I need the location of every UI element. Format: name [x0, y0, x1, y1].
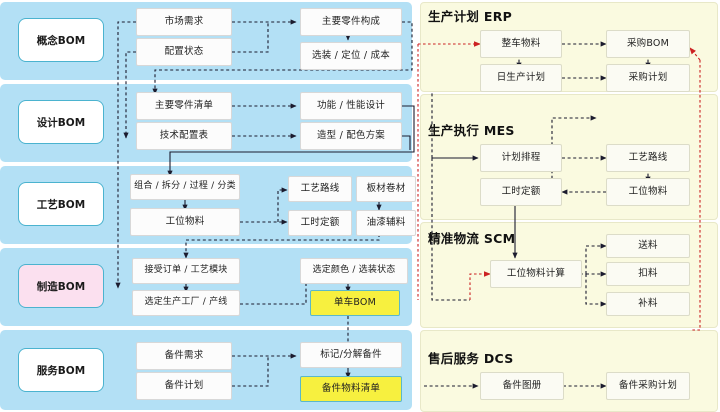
node-deduct-material[interactable]: 扣料 [606, 262, 690, 286]
bom-stage-design[interactable]: 设计BOM [18, 100, 104, 144]
node-labor-hour-quota[interactable]: 工时定额 [288, 210, 352, 236]
node-select-plant-line[interactable]: 选定生产工厂 / 产线 [132, 290, 240, 316]
bom-stage-manufacture[interactable]: 制造BOM [18, 264, 104, 308]
node-mes-labor-hour-quota[interactable]: 工时定额 [480, 178, 562, 206]
node-accept-order-process-module[interactable]: 接受订单 / 工艺模块 [132, 258, 240, 284]
node-mes-station-material[interactable]: 工位物料 [606, 178, 690, 206]
section-title-scm: 精准物流 SCM [428, 231, 516, 246]
node-option-position-cost[interactable]: 选装 / 定位 / 成本 [300, 42, 402, 70]
node-mes-process-route[interactable]: 工艺路线 [606, 144, 690, 172]
node-combine-split-process-classify[interactable]: 组合 / 拆分 / 过程 / 分类 [130, 174, 240, 200]
node-styling-color-scheme[interactable]: 造型 / 配色方案 [300, 122, 402, 150]
bom-stage-process[interactable]: 工艺BOM [18, 182, 104, 226]
node-tech-config-table[interactable]: 技术配置表 [136, 122, 232, 150]
node-vehicle-material[interactable]: 整车物料 [480, 30, 562, 58]
node-purchase-bom[interactable]: 采购BOM [606, 30, 690, 58]
node-station-material[interactable]: 工位物料 [130, 208, 240, 236]
node-config-status[interactable]: 配置状态 [136, 38, 232, 66]
node-spare-part-catalog[interactable]: 备件图册 [480, 372, 564, 400]
node-spare-part-plan[interactable]: 备件计划 [136, 372, 232, 400]
section-title-erp: 生产计划 ERP [428, 9, 513, 24]
node-paint-auxiliary-material[interactable]: 油漆辅料 [356, 210, 416, 236]
node-select-color-option-status[interactable]: 选定颜色 / 选装状态 [300, 258, 408, 284]
node-mark-split-spare-part[interactable]: 标记/分解备件 [300, 342, 402, 368]
bom-stage-service[interactable]: 服务BOM [18, 348, 104, 392]
section-title-dcs: 售后服务 DCS [428, 351, 514, 366]
node-feed-material[interactable]: 送料 [606, 234, 690, 258]
node-main-parts-list[interactable]: 主要零件清单 [136, 92, 232, 120]
node-spare-part-purchase-plan[interactable]: 备件采购计划 [606, 372, 690, 400]
node-station-material-calc[interactable]: 工位物料计算 [490, 260, 582, 288]
node-market-demand[interactable]: 市场需求 [136, 8, 232, 36]
node-daily-production-plan[interactable]: 日生产计划 [480, 64, 562, 92]
node-sheet-coil-material[interactable]: 板材卷材 [356, 176, 416, 202]
bom-stage-concept[interactable]: 概念BOM [18, 18, 104, 62]
node-purchase-plan[interactable]: 采购计划 [606, 64, 690, 92]
node-spare-part-bom[interactable]: 备件物料清单 [300, 376, 402, 402]
node-single-vehicle-bom[interactable]: 单车BOM [310, 290, 400, 316]
node-replenish-material[interactable]: 补料 [606, 292, 690, 316]
node-function-performance-design[interactable]: 功能 / 性能设计 [300, 92, 402, 120]
node-plan-scheduling[interactable]: 计划排程 [480, 144, 562, 172]
section-title-mes: 生产执行 MES [428, 123, 515, 138]
node-main-parts-structure[interactable]: 主要零件构成 [300, 8, 402, 36]
node-process-route[interactable]: 工艺路线 [288, 176, 352, 202]
node-spare-part-demand[interactable]: 备件需求 [136, 342, 232, 370]
